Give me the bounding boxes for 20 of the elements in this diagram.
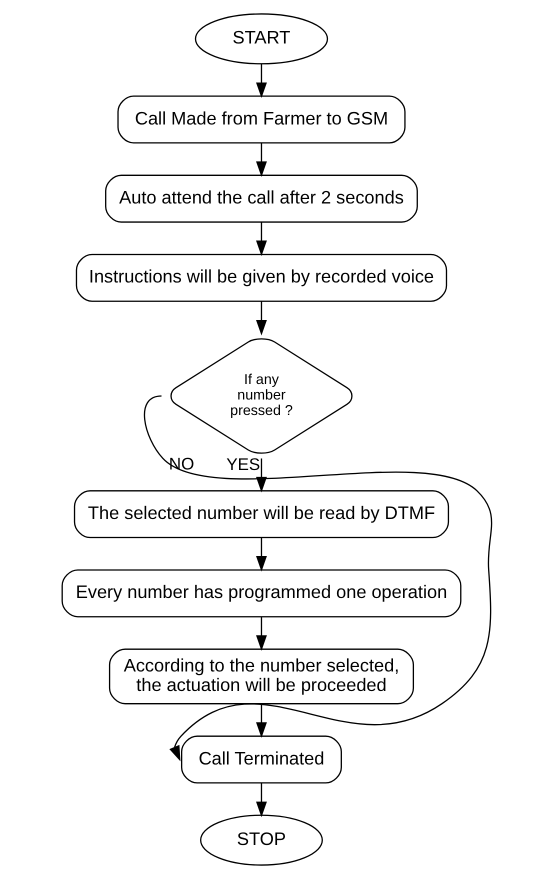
node-box: Auto attend the call after 2 seconds — [105, 174, 418, 223]
node-box: Instructions will be given by recorded voice — [76, 254, 448, 302]
node-box: According to the number selected, the actuation will be proceeded — [108, 648, 414, 704]
node-box: Call Terminated — [180, 736, 342, 784]
arrow — [256, 782, 267, 818]
arrow — [256, 64, 267, 98]
arrow — [256, 704, 267, 738]
arrow — [256, 222, 267, 256]
arrow — [256, 142, 267, 177]
node-ellipse: STOP — [200, 814, 323, 866]
node-ellipse: START — [194, 13, 328, 64]
node-box: Every number has programmed one operation — [62, 569, 462, 618]
edge-label: NO — [168, 454, 194, 474]
arrow — [256, 617, 267, 651]
node-box: The selected number will be read by DTMF — [74, 490, 450, 538]
edge-label: YES — [226, 454, 260, 474]
arrow — [256, 538, 267, 572]
arrow — [256, 301, 267, 336]
node-box: Call Made from Farmer to GSM — [117, 95, 406, 144]
arrow — [144, 395, 492, 762]
